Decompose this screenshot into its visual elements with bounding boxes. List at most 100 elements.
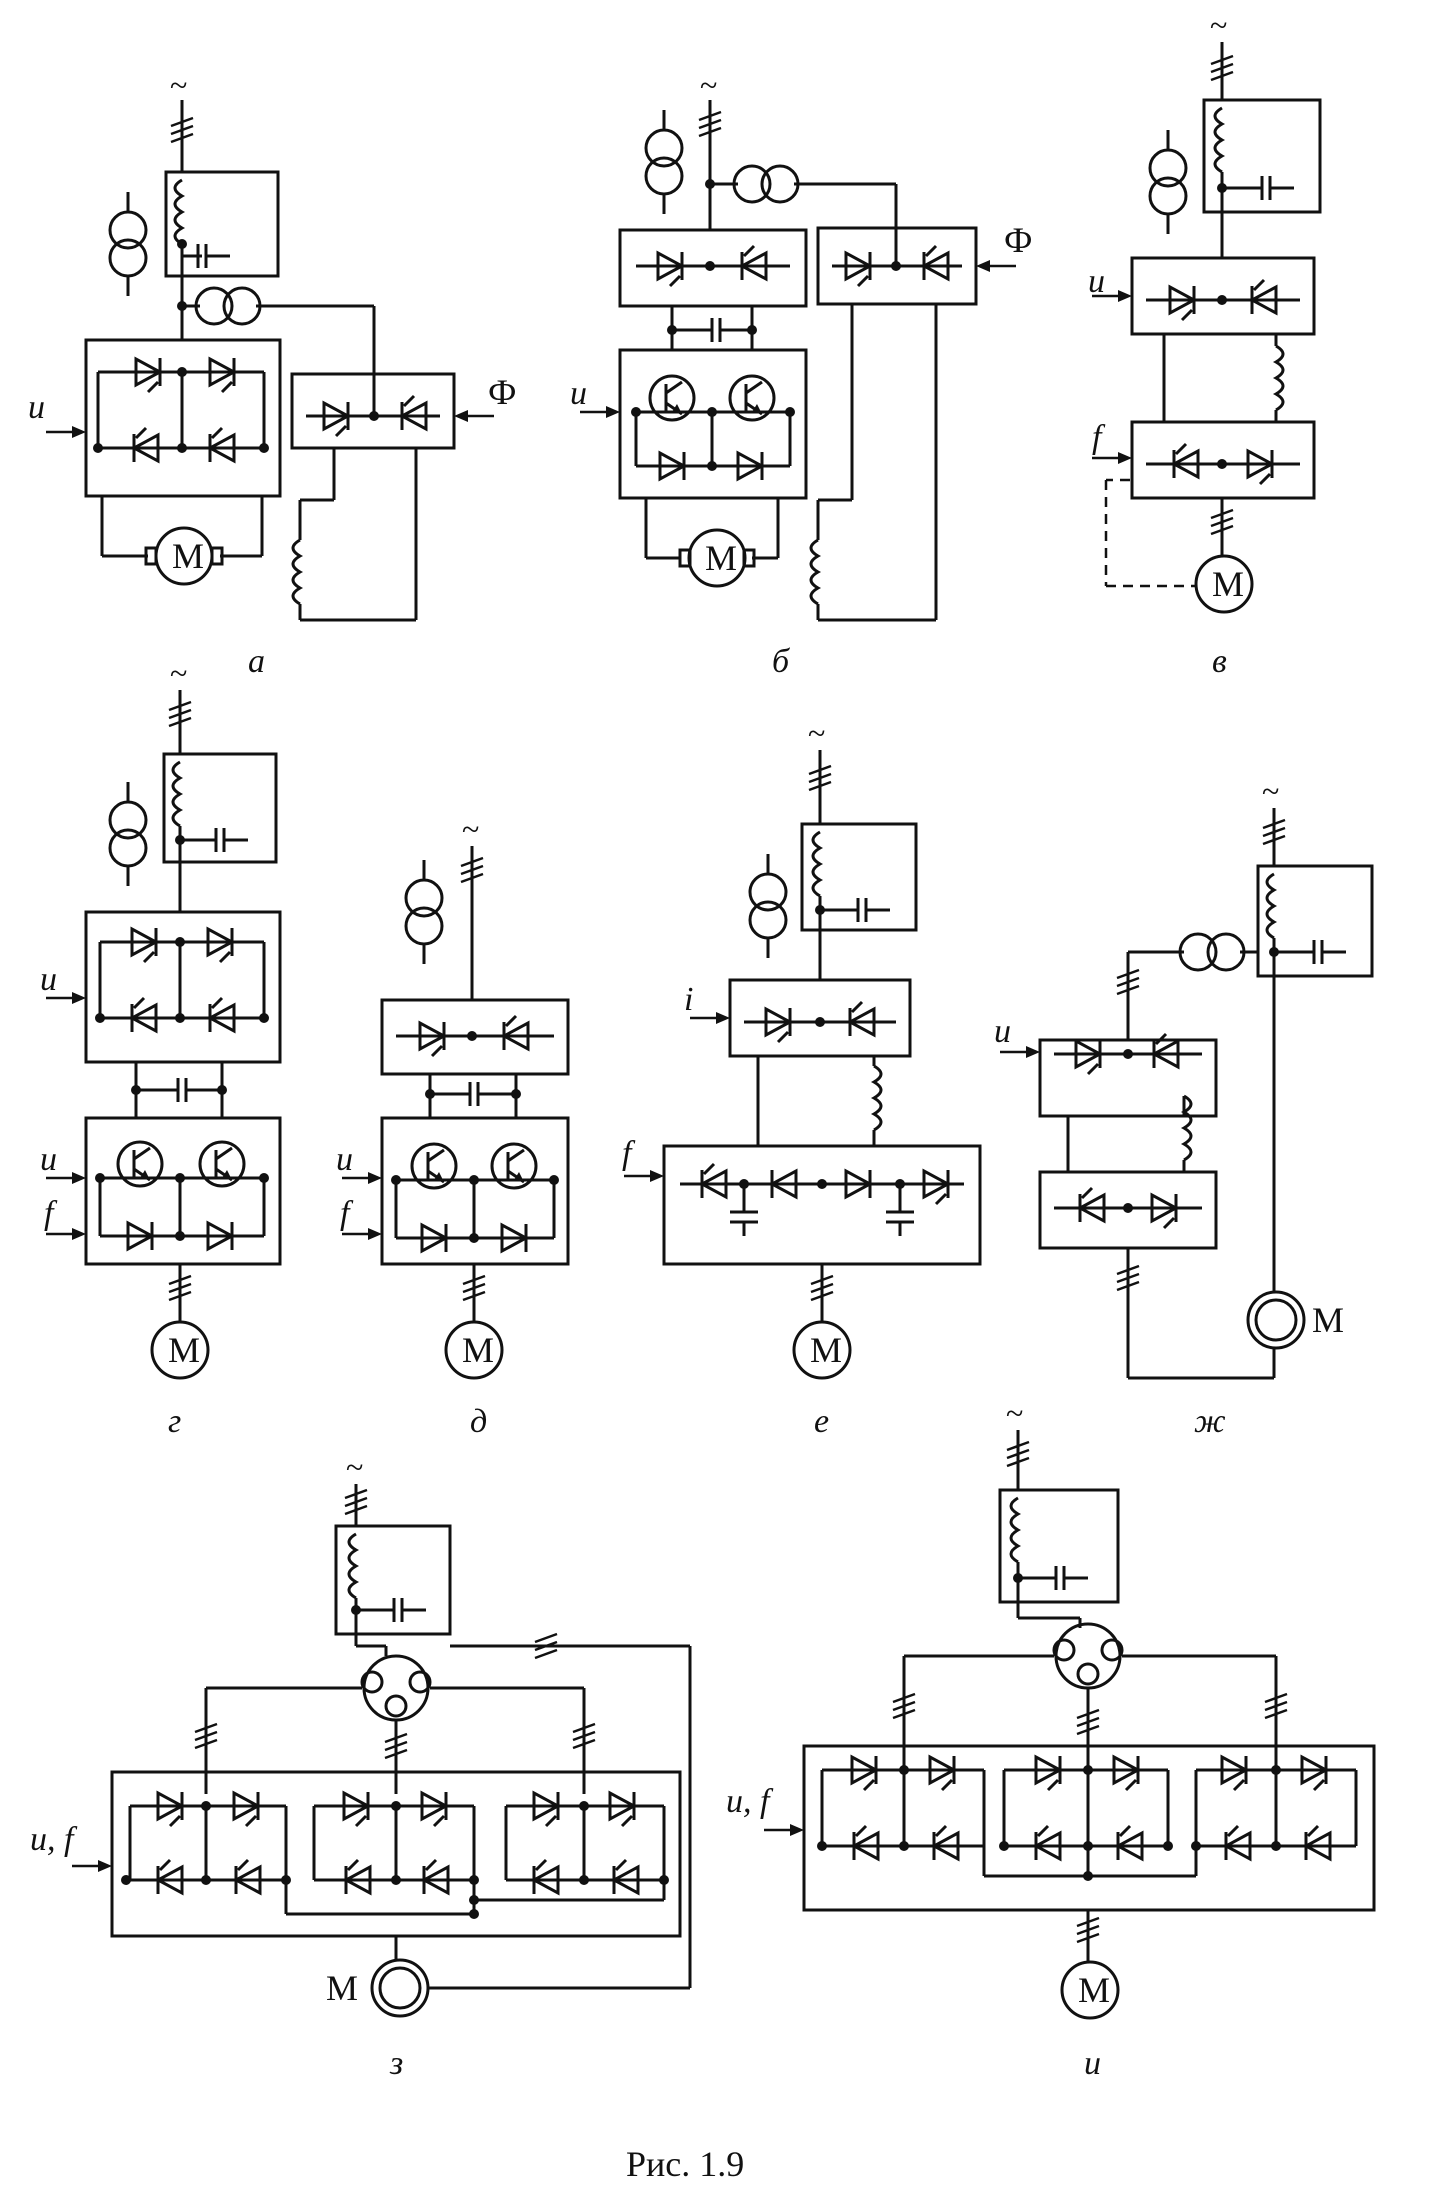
ac-motor-icon	[1194, 554, 1254, 614]
thyristor-icon	[410, 1858, 462, 1896]
three-phase-mark	[459, 856, 485, 884]
three-phase-mark	[891, 1692, 917, 1720]
ac-source-symbol: ~	[808, 715, 825, 751]
panel-d: ~ u f M д	[336, 811, 570, 1440]
thyristor-icon	[332, 1858, 384, 1896]
ac-motor-icon	[792, 1320, 852, 1380]
cyclo-group-1	[121, 1790, 291, 1896]
cyclo-group-2	[999, 1754, 1173, 1862]
three-phase-mark	[697, 110, 723, 138]
thyristor-icon	[196, 996, 248, 1034]
synchronous-motor-icon	[1246, 1290, 1306, 1350]
capacitor-icon	[198, 826, 250, 854]
motor-label: M	[326, 1968, 358, 2008]
ac-source-symbol: ~	[1262, 773, 1279, 809]
panel-label-g: г	[168, 1403, 181, 1440]
dc-motor-icon	[687, 528, 747, 588]
panel-v: ~ u f M в	[1088, 7, 1322, 680]
rectifier-box	[84, 910, 282, 1064]
rectifier-box	[380, 998, 570, 1076]
transformer-icon	[108, 780, 148, 888]
three-phase-mark	[193, 1722, 219, 1750]
thyristor-icon	[520, 1790, 572, 1828]
ac-motor-icon	[444, 1320, 504, 1380]
panel-a: ~ u M	[28, 67, 516, 680]
thyristor-icon	[310, 400, 362, 438]
motor-label: M	[462, 1330, 494, 1370]
panel-label-e: е	[814, 1403, 829, 1440]
thyristor-icon	[1234, 448, 1286, 486]
three-phase-mark	[1005, 1440, 1031, 1468]
control-input-arrow	[70, 1858, 114, 1874]
three-phase-mark	[1115, 1264, 1141, 1292]
thyristor-icon	[220, 1790, 272, 1828]
thyristor-icon	[1104, 1824, 1156, 1862]
ac-source-symbol: ~	[1210, 7, 1227, 43]
thyristor-icon	[1022, 1754, 1074, 1792]
current-transformer-icon	[194, 286, 262, 326]
thyristor-icon	[910, 1168, 962, 1206]
thyristor-icon	[520, 1858, 572, 1896]
inductor-icon	[347, 1532, 358, 1600]
thyristor-icon	[196, 356, 248, 394]
thyristor-icon	[1138, 1192, 1190, 1230]
filter-box	[998, 1488, 1120, 1604]
cyclo-group-3	[1191, 1754, 1358, 1862]
inductor-icon	[171, 760, 182, 828]
panel-label-a: а	[248, 643, 265, 680]
three-phase-mark	[167, 700, 193, 728]
panel-g: ~ u	[40, 655, 282, 1440]
dc-link-inductor-icon	[872, 1064, 883, 1132]
thyristor-icon	[644, 250, 696, 288]
control-input-arrow	[762, 1822, 806, 1838]
control-u-label: u	[994, 1013, 1011, 1050]
thyristor-icon	[120, 426, 172, 464]
cyclo-group-2	[312, 1790, 479, 1896]
control-input-arrow	[44, 424, 88, 440]
thyristor-icon	[118, 926, 170, 964]
thyristor-icon	[752, 1006, 804, 1044]
thyristor-icon	[1066, 1186, 1118, 1224]
thyristor-icon	[222, 1858, 274, 1896]
thyristor-icon	[194, 926, 246, 964]
transformer-icon	[748, 852, 788, 960]
panel-label-b: б	[772, 643, 791, 680]
panel-zh: ~ u M	[994, 773, 1374, 1440]
panel-z: ~	[30, 1449, 692, 2082]
field-winding-icon	[809, 538, 820, 606]
control-input-arrow	[688, 1010, 732, 1026]
thyristor-icon	[688, 1162, 740, 1200]
three-phase-mark	[1263, 1692, 1289, 1720]
thyristor-icon	[600, 1858, 652, 1896]
panel-label-i: и	[1084, 2045, 1101, 2082]
thyristor-icon	[330, 1790, 382, 1828]
frequency-f-label: f	[622, 1135, 636, 1172]
panel-i: ~	[726, 1395, 1376, 2082]
thyristor-icon	[122, 356, 174, 394]
filter-box	[334, 1524, 452, 1636]
panel-label-zh: ж	[1194, 1403, 1226, 1440]
control-u-label: u	[28, 389, 45, 426]
thyristor-icon	[1212, 1824, 1264, 1862]
thyristor-icon	[1100, 1754, 1152, 1792]
ac-source-symbol: ~	[170, 655, 187, 691]
thyristor-icon	[196, 426, 248, 464]
thyristor-icon	[916, 1754, 968, 1792]
dc-motor-icon	[154, 526, 214, 586]
ac-source-symbol: ~	[346, 1449, 363, 1485]
three-phase-mark	[167, 1274, 193, 1302]
rectifier-box	[618, 228, 808, 308]
capacitor-icon	[376, 1596, 428, 1624]
thyristor-icon	[1160, 442, 1212, 480]
panel-e: ~ i f	[622, 715, 982, 1440]
inductor-icon	[811, 830, 822, 898]
filter-box	[164, 170, 280, 278]
thyristor-icon	[920, 1824, 972, 1862]
three-winding-transformer-icon	[1054, 1622, 1122, 1690]
dc-link-capacitor-icon	[694, 316, 746, 344]
ac-source-symbol: ~	[1006, 1395, 1023, 1431]
thyristor-icon	[1156, 284, 1208, 322]
dc-link-capacitor-icon	[160, 1076, 212, 1104]
control-uf-label: u, f	[726, 1783, 774, 1820]
